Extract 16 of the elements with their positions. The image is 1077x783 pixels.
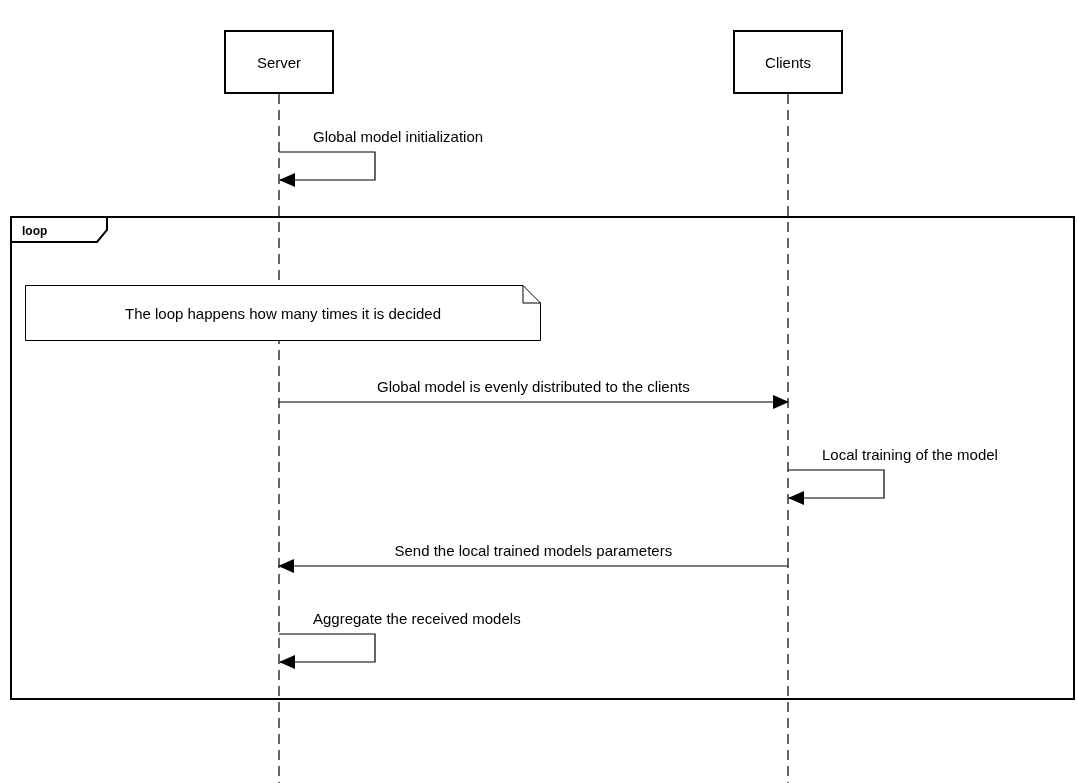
- message-label: Aggregate the received models: [313, 610, 521, 627]
- message-label: Local training of the model: [822, 446, 998, 463]
- message-label: Send the local trained models parameters: [394, 542, 673, 559]
- message-label: Global model is evenly distributed to the clients: [377, 378, 690, 395]
- message-arrow: [787, 469, 885, 505]
- message-label: Global model initialization: [313, 128, 484, 145]
- frame-label: loop: [22, 224, 48, 238]
- actor-label: Server: [256, 53, 302, 71]
- note-box: [25, 285, 541, 341]
- note-text: The loop happens how many times it is decided: [125, 304, 441, 322]
- message-arrow: [278, 151, 376, 187]
- message-arrow: [278, 395, 789, 409]
- message-arrow: [278, 633, 376, 669]
- actor-label: Clients: [765, 53, 811, 71]
- loop-frame: [10, 216, 1075, 700]
- message-arrow: [278, 559, 789, 573]
